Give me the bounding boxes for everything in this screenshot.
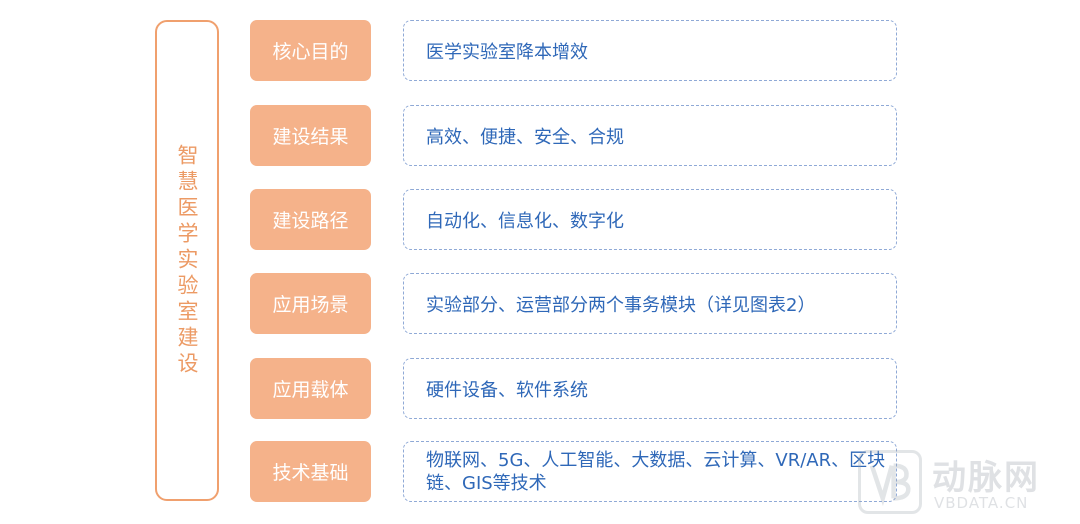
row-label: 技术基础 xyxy=(250,441,371,502)
row-build-result: 建设结果 高效、便捷、安全、合规 xyxy=(250,105,900,166)
row-core-purpose: 核心目的 医学实验室降本增效 xyxy=(250,20,900,81)
row-label: 核心目的 xyxy=(250,20,371,81)
row-label: 应用载体 xyxy=(250,358,371,419)
watermark: 动脉网 VBDATA.CN xyxy=(858,450,1068,518)
row-tech-foundation: 技术基础 物联网、5G、人工智能、大数据、云计算、VR/AR、区块链、GIS等技… xyxy=(250,441,900,502)
row-application-scenario: 应用场景 实验部分、运营部分两个事务模块（详见图表2） xyxy=(250,273,900,334)
row-content: 实验部分、运营部分两个事务模块（详见图表2） xyxy=(403,273,897,334)
row-content: 物联网、5G、人工智能、大数据、云计算、VR/AR、区块链、GIS等技术 xyxy=(403,441,897,502)
row-label: 建设结果 xyxy=(250,105,371,166)
row-build-path: 建设路径 自动化、信息化、数字化 xyxy=(250,189,900,250)
row-label: 建设路径 xyxy=(250,189,371,250)
watermark-domain: VBDATA.CN xyxy=(934,494,1029,512)
row-label: 应用场景 xyxy=(250,273,371,334)
row-content: 高效、便捷、安全、合规 xyxy=(403,105,897,166)
vb-logo-icon xyxy=(858,450,922,514)
side-title: 智慧医学实验室建设 xyxy=(175,143,199,378)
row-content: 硬件设备、软件系统 xyxy=(403,358,897,419)
row-application-carrier: 应用载体 硬件设备、软件系统 xyxy=(250,358,900,419)
row-content: 医学实验室降本增效 xyxy=(403,20,897,81)
watermark-name: 动脉网 xyxy=(932,458,1040,498)
side-panel: 智慧医学实验室建设 xyxy=(155,20,219,501)
row-content: 自动化、信息化、数字化 xyxy=(403,189,897,250)
